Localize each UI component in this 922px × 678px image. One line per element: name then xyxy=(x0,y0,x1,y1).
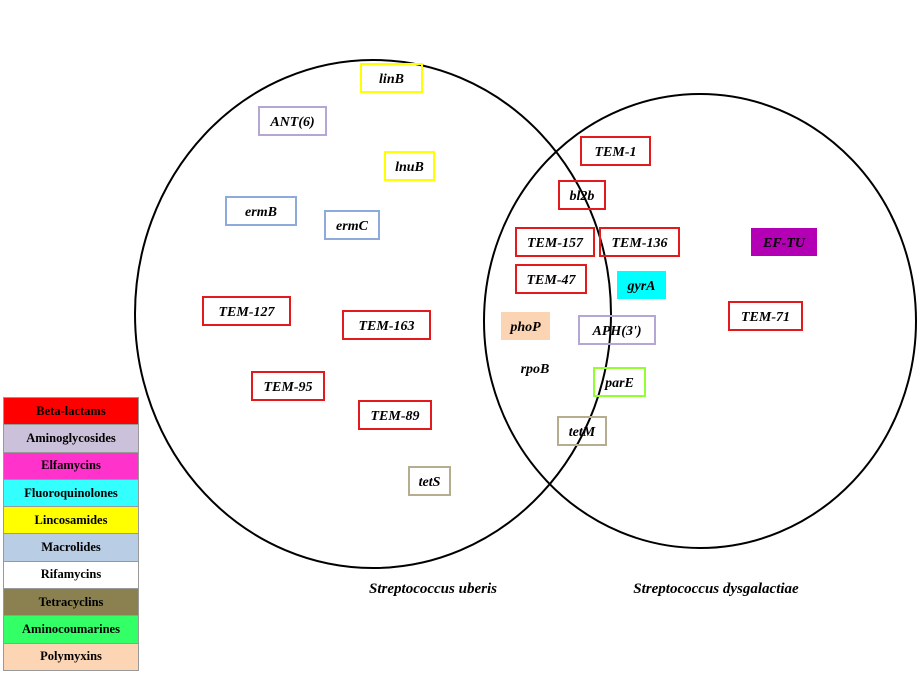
gene-label-phoP: phoP xyxy=(509,320,541,335)
gene-box-lnuB: lnuB xyxy=(384,151,435,181)
gene-box-frame xyxy=(501,312,550,340)
gene-box-frame xyxy=(202,296,291,326)
gene-label-tem163: TEM-163 xyxy=(359,319,415,334)
gene-box-frame xyxy=(617,271,666,299)
gene-box-frame xyxy=(408,466,451,496)
gene-box-frame xyxy=(515,264,587,294)
circle-dysgalactiae xyxy=(483,93,917,549)
gene-box-frame xyxy=(558,180,606,210)
gene-box-linB: linB xyxy=(360,63,423,93)
gene-label-bl2b: bl2b xyxy=(570,189,595,204)
gene-box-gyrA: gyrA xyxy=(617,271,666,299)
legend-item-macrolides: Macrolides xyxy=(4,534,138,562)
legend-item-beta-lactams: Beta-lactams xyxy=(4,398,138,426)
gene-box-ermC: ermC xyxy=(324,210,380,240)
gene-box-frame xyxy=(258,106,327,136)
gene-box-frame xyxy=(358,400,432,430)
legend-item-rifamycins: Rifamycins xyxy=(4,561,138,590)
legend-item-aminoglycosides: Aminoglycosides xyxy=(4,425,138,453)
gene-box-frame xyxy=(384,151,435,181)
gene-label-tem136: TEM-136 xyxy=(612,236,668,251)
gene-label-ermB: ermB xyxy=(245,205,277,220)
legend-item-elfamycins: Elfamycins xyxy=(4,452,138,480)
gene-layer: linBANT(6)lnuBermBermCTEM-127TEM-163TEM-… xyxy=(202,63,817,496)
gene-label-tem71: TEM-71 xyxy=(741,310,790,325)
gene-box-frame xyxy=(593,367,646,397)
gene-box-aph3: APH(3') xyxy=(578,315,656,345)
gene-label-tem95: TEM-95 xyxy=(264,380,313,395)
gene-box-tem136: TEM-136 xyxy=(599,227,680,257)
gene-label-tem47: TEM-47 xyxy=(527,273,577,288)
gene-label-tetM: tetM xyxy=(569,425,596,440)
gene-box-frame xyxy=(599,227,680,257)
gene-label-ant6: ANT(6) xyxy=(269,115,314,130)
gene-label-rpoB: rpoB xyxy=(521,362,550,377)
gene-box-frame xyxy=(324,210,380,240)
gene-box-tetM: tetM xyxy=(557,416,607,446)
gene-label-linB: linB xyxy=(379,72,404,87)
gene-box-tem47: TEM-47 xyxy=(515,264,587,294)
gene-box-frame xyxy=(751,228,817,256)
gene-box-frame xyxy=(515,227,595,257)
gene-box-frame xyxy=(342,310,431,340)
gene-box-frame xyxy=(360,63,423,93)
gene-box-tem89: TEM-89 xyxy=(358,400,432,430)
label-dysgalactiae: Streptococcus dysgalactiae xyxy=(633,581,799,597)
gene-box-tem71: TEM-71 xyxy=(728,301,803,331)
legend-item-aminocoumarines: Aminocoumarines xyxy=(4,616,138,644)
gene-box-parE: parE xyxy=(593,367,646,397)
gene-box-frame xyxy=(578,315,656,345)
legend-item-lincosamides: Lincosamides xyxy=(4,507,138,535)
gene-label-eftu: EF-TU xyxy=(762,236,806,251)
gene-label-gyrA: gyrA xyxy=(627,279,656,294)
gene-box-tem127: TEM-127 xyxy=(202,296,291,326)
circle-uberis xyxy=(134,59,612,569)
gene-box-bl2b: bl2b xyxy=(558,180,606,210)
legend-item-fluoroquinolones: Fluoroquinolones xyxy=(4,479,138,508)
gene-box-tem1: TEM-1 xyxy=(580,136,651,166)
gene-box-tem163: TEM-163 xyxy=(342,310,431,340)
gene-box-ant6: ANT(6) xyxy=(258,106,327,136)
gene-label-tem89: TEM-89 xyxy=(371,409,420,424)
gene-label-tetS: tetS xyxy=(419,475,441,490)
gene-box-eftu: EF-TU xyxy=(751,228,817,256)
gene-label-ermC: ermC xyxy=(336,219,369,234)
gene-label-tem1: TEM-1 xyxy=(595,145,637,160)
gene-label-aph3: APH(3') xyxy=(592,324,642,339)
gene-box-tetS: tetS xyxy=(408,466,451,496)
gene-box-tem157: TEM-157 xyxy=(515,227,595,257)
gene-box-ermB: ermB xyxy=(225,196,297,226)
gene-label-lnuB: lnuB xyxy=(395,160,424,175)
gene-box-frame xyxy=(251,371,325,401)
gene-box-frame xyxy=(580,136,651,166)
legend-item-polymyxins: Polymyxins xyxy=(4,643,138,671)
label-uberis: Streptococcus uberis xyxy=(369,581,497,597)
gene-box-frame xyxy=(225,196,297,226)
gene-box-tem95: TEM-95 xyxy=(251,371,325,401)
gene-box-rpoB: rpoB xyxy=(521,362,550,377)
legend-item-tetracyclins: Tetracyclins xyxy=(4,589,138,617)
gene-box-phoP: phoP xyxy=(501,312,550,340)
gene-label-parE: parE xyxy=(604,376,634,391)
gene-box-frame xyxy=(557,416,607,446)
gene-label-tem157: TEM-157 xyxy=(527,236,584,251)
gene-box-frame xyxy=(728,301,803,331)
gene-label-tem127: TEM-127 xyxy=(219,305,276,320)
